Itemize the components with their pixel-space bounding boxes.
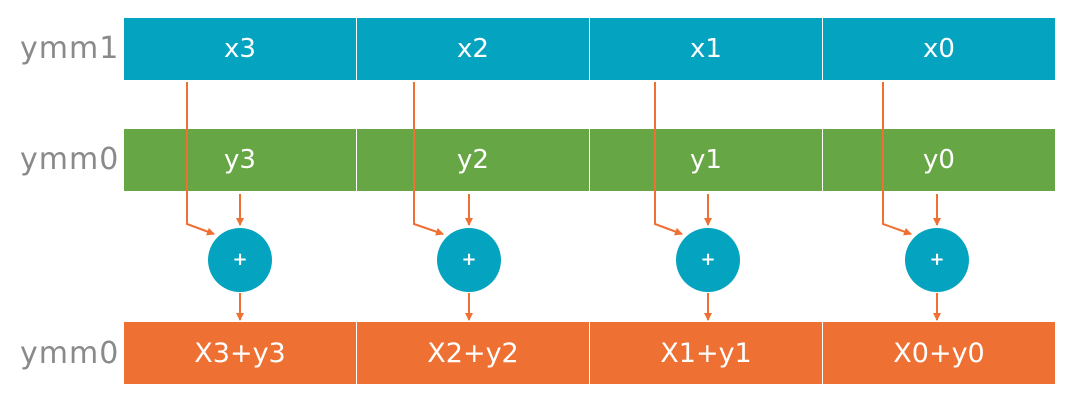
result-cell-lane2: X2+y2: [357, 322, 589, 384]
adder-lane2: +: [437, 228, 501, 292]
x-cell-lane3: x3: [124, 18, 356, 80]
y-cell-lane2: y2: [357, 129, 589, 191]
adder-lane0: +: [905, 228, 969, 292]
y-cell-lane1: y1: [590, 129, 822, 191]
arrow-x-to-adder-2: [654, 82, 683, 236]
y-cell-lane3: y3: [124, 129, 356, 191]
adder-lane3: +: [208, 228, 272, 292]
row-label-ymm0-input: ymm0: [20, 142, 120, 177]
result-cell-lane3: X3+y3: [124, 322, 356, 384]
result-cell-lane0: X0+y0: [823, 322, 1055, 384]
y-cell-lane0: y0: [823, 129, 1055, 191]
arrow-x-to-adder-0: [186, 82, 215, 236]
x-cell-lane1: x1: [590, 18, 822, 80]
adder-lane1: +: [676, 228, 740, 292]
x-cell-lane2: x2: [357, 18, 589, 80]
arrow-x-to-adder-3: [882, 82, 912, 236]
arrow-x-to-adder-1: [413, 82, 444, 236]
row-label-ymm0-result: ymm0: [20, 336, 120, 371]
x-cell-lane0: x0: [823, 18, 1055, 80]
result-cell-lane1: X1+y1: [590, 322, 822, 384]
row-label-ymm1: ymm1: [20, 31, 120, 66]
